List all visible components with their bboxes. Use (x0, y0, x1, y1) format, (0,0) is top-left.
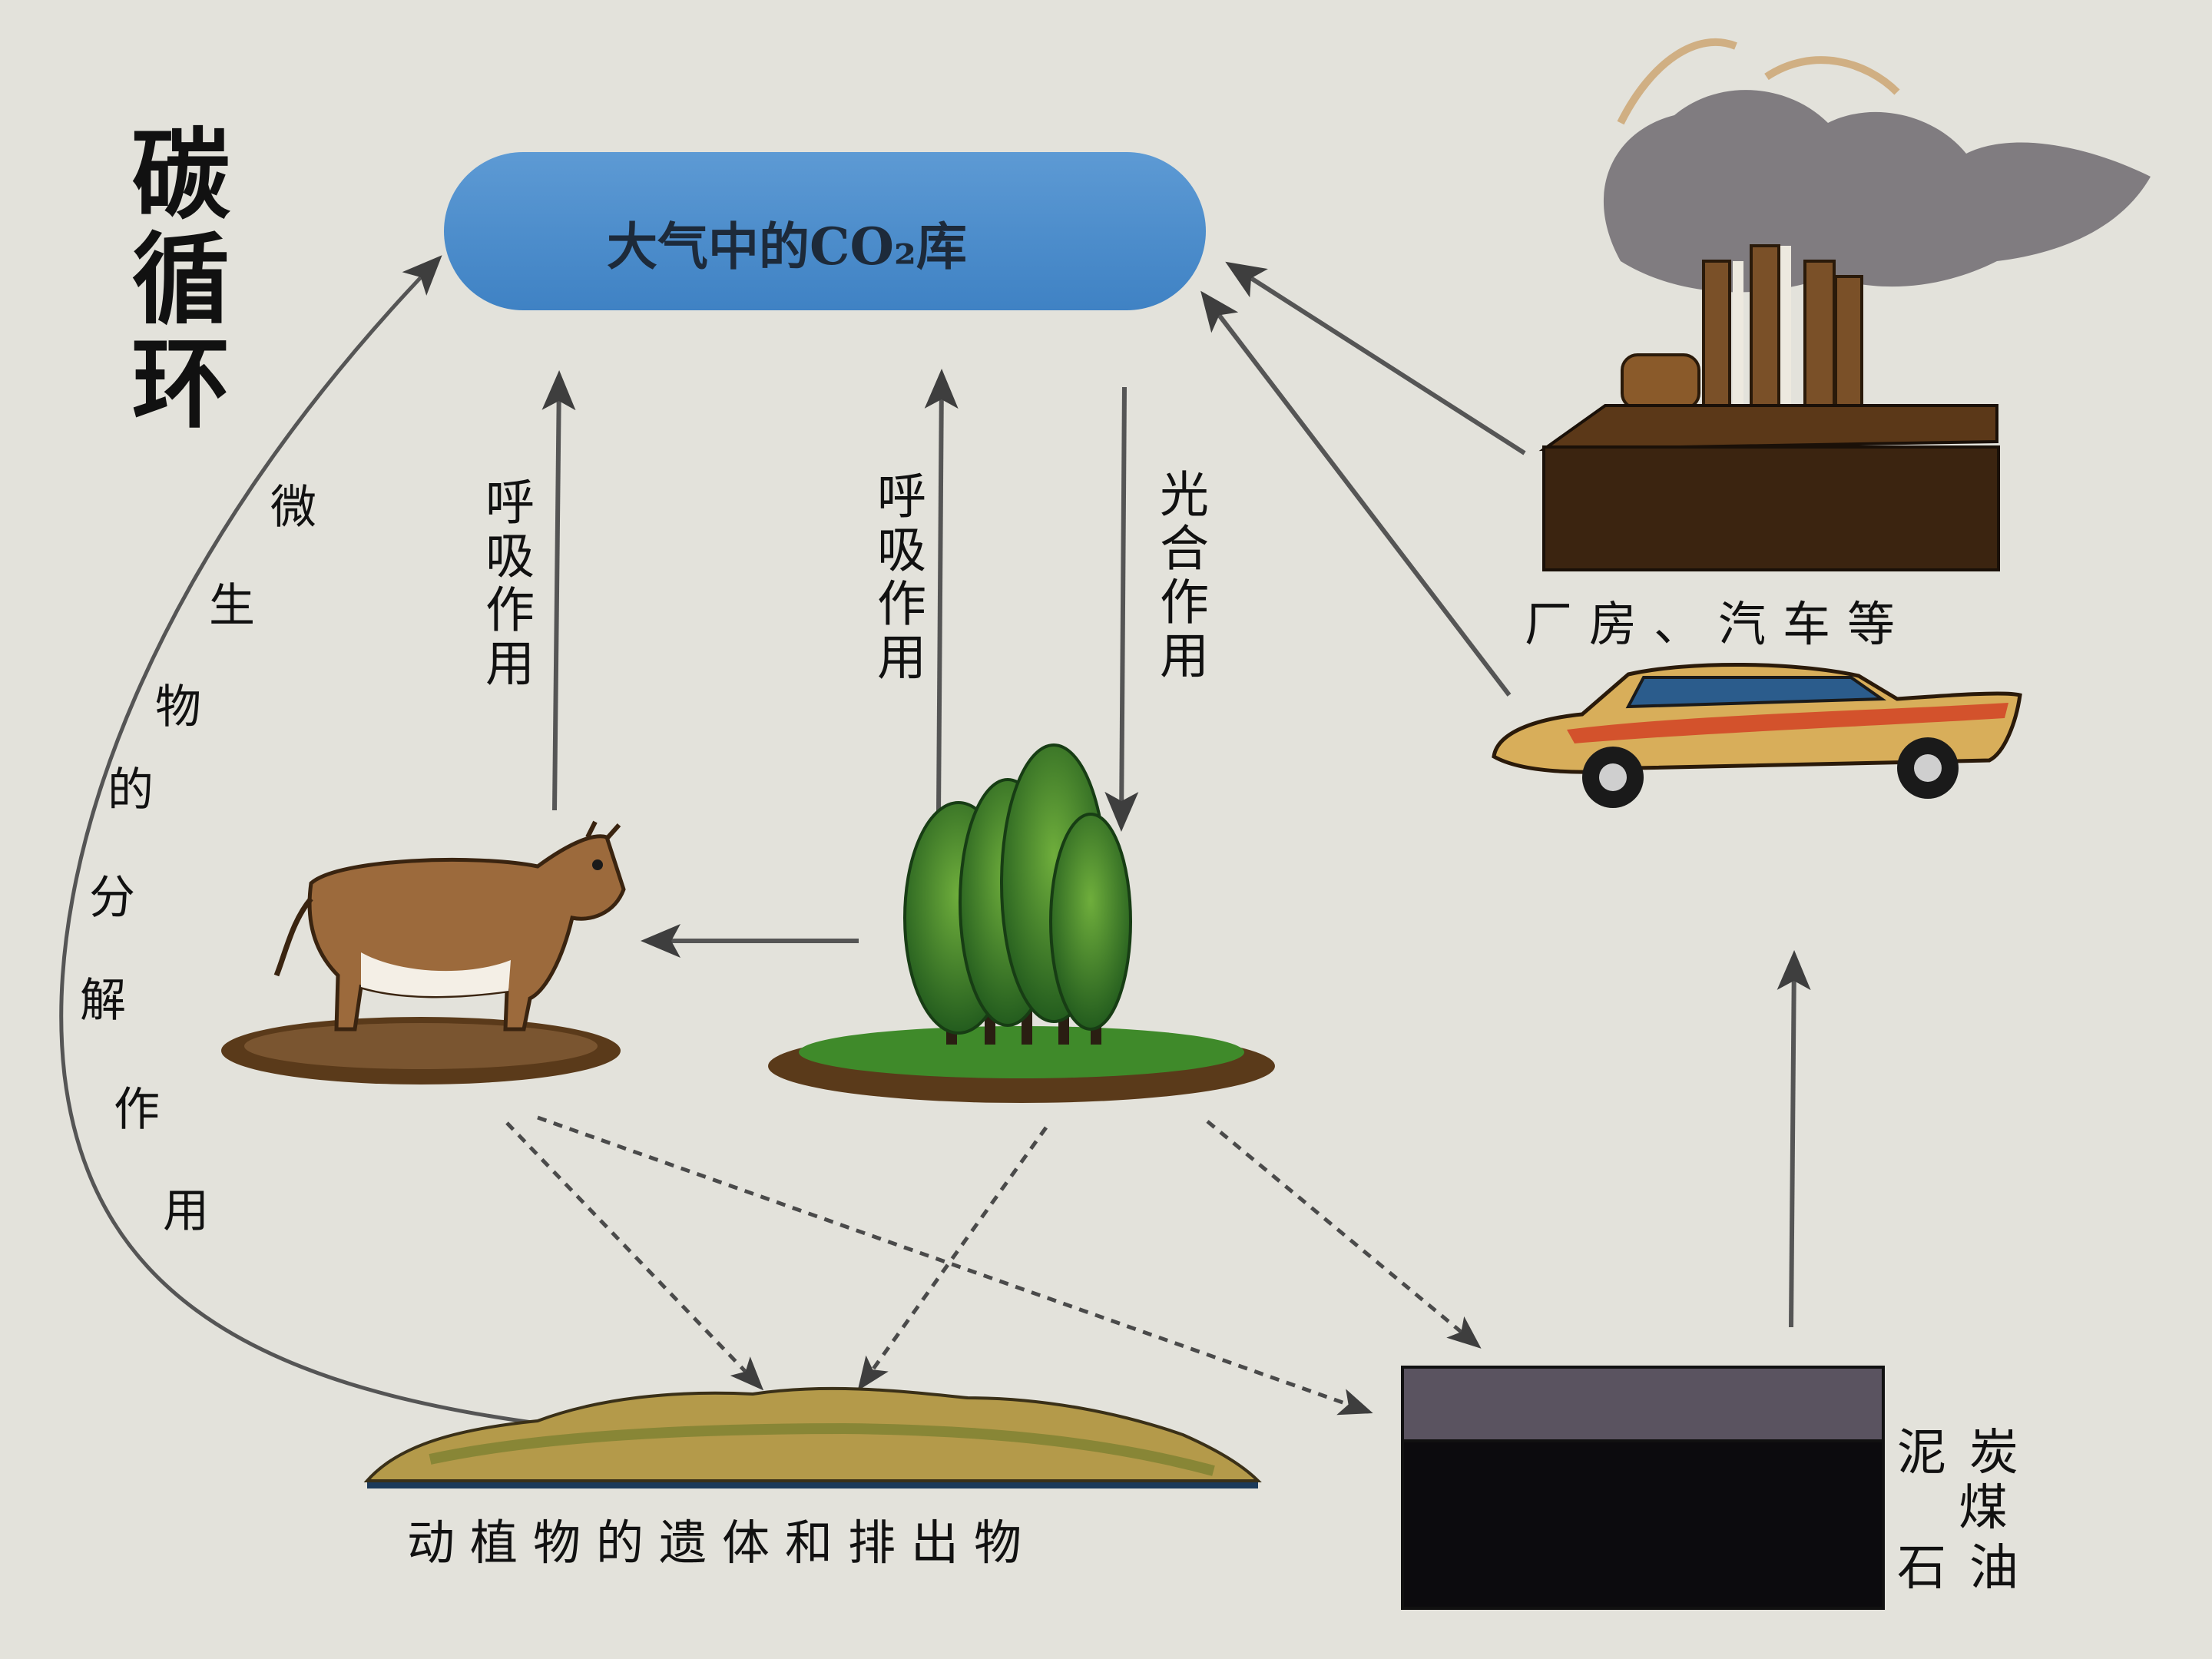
arrow-fossil-to-factory (1777, 950, 1811, 1328)
dashed-trees-to-fossil (1206, 1120, 1482, 1349)
atmosphere-label: 大气中的CO₂库 (607, 217, 967, 276)
cow-icon (221, 820, 626, 1084)
arrow-car-to-atmosphere (1200, 290, 1512, 697)
photosynthesis-label: 光合作用 (1151, 469, 1208, 684)
atmosphere-co2-pool (444, 152, 1206, 310)
microbial-label-char: 物 (155, 680, 201, 734)
factory-car-label: 厂房、汽车等 (1525, 596, 1912, 652)
animal-respiration-label: 呼吸作用 (477, 476, 534, 691)
microbial-label-char: 作 (114, 1083, 160, 1137)
microbial-label-char: 分 (89, 871, 135, 925)
fossil-label-oil: 石油 (1897, 1540, 2041, 1597)
dashed-cow-to-fossil (537, 1115, 1373, 1416)
remains-icon (363, 1386, 1262, 1488)
microbial-label-char: 的 (108, 763, 154, 817)
arrow-photosynthesis (1104, 386, 1139, 832)
arrow-animal-respiration (541, 370, 576, 811)
fossil-label-coal: 煤 (1959, 1480, 2031, 1537)
fossil-label-peat: 泥炭 (1897, 1425, 2041, 1482)
arrow-factory-to-atmosphere (1225, 261, 1526, 455)
microbial-label-char: 微 (270, 481, 316, 535)
diagram-title: 碳循环 (114, 123, 230, 436)
remains-label: 动植物的遗体和排出物 (407, 1515, 1038, 1571)
trees-icon (768, 743, 1275, 1103)
microbial-label-char: 解 (80, 974, 126, 1028)
dashed-trees-to-remains (857, 1126, 1048, 1391)
dashed-cow-to-remains (505, 1121, 764, 1391)
car-icon (1492, 663, 2022, 808)
arrow-microbial-decomposition (59, 255, 555, 1428)
fossil-fuel-layer (1401, 1366, 1885, 1610)
factory-icon (1538, 38, 2151, 571)
microbial-label-char: 用 (163, 1184, 209, 1238)
arrow-plant-respiration (924, 369, 959, 815)
microbial-label-char: 生 (209, 579, 255, 633)
plant-respiration-label: 呼吸作用 (869, 470, 926, 685)
